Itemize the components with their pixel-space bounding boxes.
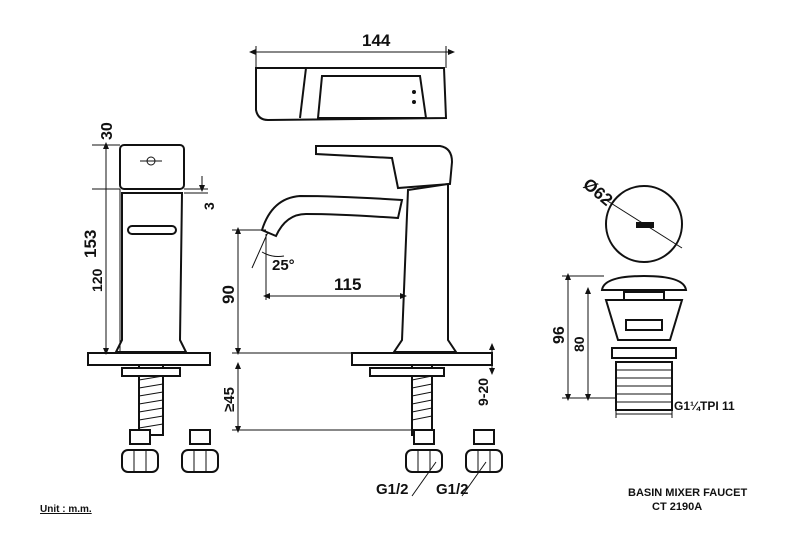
side-handle bbox=[119, 144, 185, 190]
unit-note: Unit : m.m. bbox=[40, 504, 92, 515]
label-30: 30 bbox=[99, 122, 116, 140]
label-96: 96 bbox=[551, 326, 568, 344]
label-45: ≥45 bbox=[221, 387, 238, 412]
label-90: 90 bbox=[219, 285, 238, 304]
side-hose-left bbox=[121, 429, 159, 473]
side-body bbox=[114, 192, 188, 353]
front-body bbox=[392, 182, 458, 353]
label-25-degree: 25° bbox=[272, 257, 295, 274]
label-g1-2-right: G1/2 bbox=[436, 481, 469, 498]
product-code: CT 2190A bbox=[652, 501, 702, 513]
label-g1-4-tpi: G1¼TPI 11 bbox=[674, 399, 735, 413]
top-view bbox=[249, 46, 455, 122]
front-hose-right bbox=[465, 429, 503, 473]
front-view bbox=[232, 145, 503, 497]
label-144: 144 bbox=[362, 31, 391, 50]
label-9-20: 9-20 bbox=[475, 378, 491, 406]
side-view bbox=[87, 142, 219, 473]
front-nut bbox=[369, 367, 445, 377]
side-aerator bbox=[127, 225, 177, 235]
front-lever bbox=[315, 145, 454, 190]
side-nut bbox=[121, 367, 181, 377]
product-name: BASIN MIXER FAUCET bbox=[628, 487, 747, 499]
front-deck bbox=[351, 352, 493, 366]
label-120: 120 bbox=[89, 268, 105, 292]
label-153: 153 bbox=[81, 230, 100, 258]
label-g1-2-left: G1/2 bbox=[376, 481, 409, 498]
side-hose-right bbox=[181, 429, 219, 473]
waste-view bbox=[562, 185, 688, 418]
front-spout bbox=[260, 194, 404, 238]
waste-cap bbox=[600, 274, 688, 291]
side-deck bbox=[87, 352, 211, 366]
label-80: 80 bbox=[571, 336, 587, 352]
label-3: 3 bbox=[201, 202, 217, 210]
front-hose-left bbox=[405, 429, 443, 473]
label-115: 115 bbox=[334, 275, 361, 294]
